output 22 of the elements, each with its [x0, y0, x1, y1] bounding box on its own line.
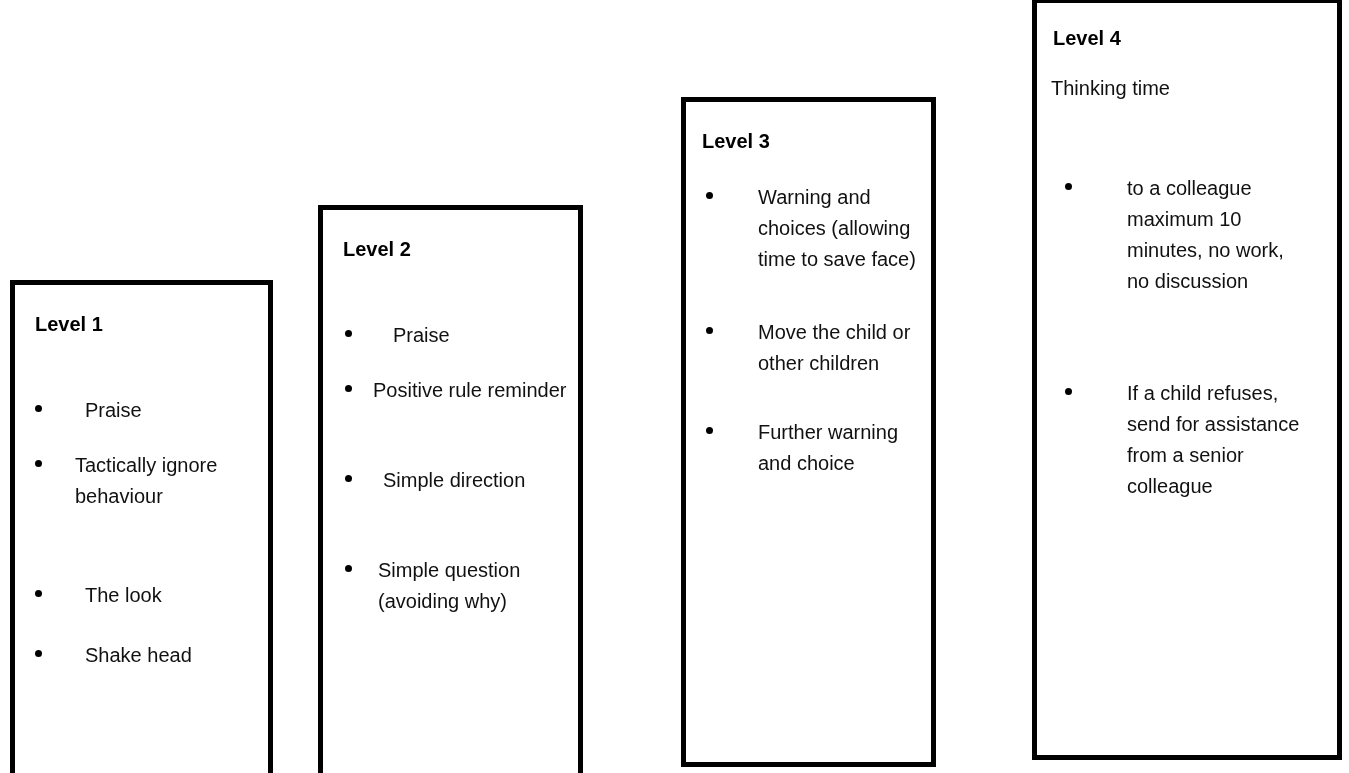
bullet-item: The look — [85, 583, 163, 608]
level-heading: Level 3 — [702, 130, 770, 153]
bullet-item: If a child refuses, send for assistance from a senior colleague — [1127, 381, 1301, 499]
bullet-item: to a colleague maximum 10 minutes, no work, no discussion — [1127, 176, 1285, 294]
bullet-item: Move the child or other children — [758, 320, 912, 376]
bullet-item: Positive rule reminder — [373, 378, 568, 403]
note-text: Thinking time — [1051, 76, 1171, 101]
level-heading: Level 1 — [35, 313, 103, 336]
bullet-item: Praise — [393, 323, 451, 348]
bullet-item: Simple question (avoiding why) — [378, 558, 522, 614]
bullet-item: Praise — [85, 398, 143, 423]
bullet-item: Warning and choices (allowing time to save face) — [758, 185, 917, 272]
level-heading: Level 4 — [1053, 27, 1121, 50]
level-box — [10, 280, 273, 773]
level-heading: Level 2 — [343, 238, 411, 261]
bullet-item: Tactically ignore behaviour — [75, 453, 219, 509]
level-box — [1032, 0, 1342, 760]
bullet-item: Further warning and choice — [758, 420, 900, 476]
bullet-item: Simple direction — [383, 468, 527, 493]
level-box — [318, 205, 583, 773]
level-box — [681, 97, 936, 767]
bullet-item: Shake head — [85, 643, 193, 668]
